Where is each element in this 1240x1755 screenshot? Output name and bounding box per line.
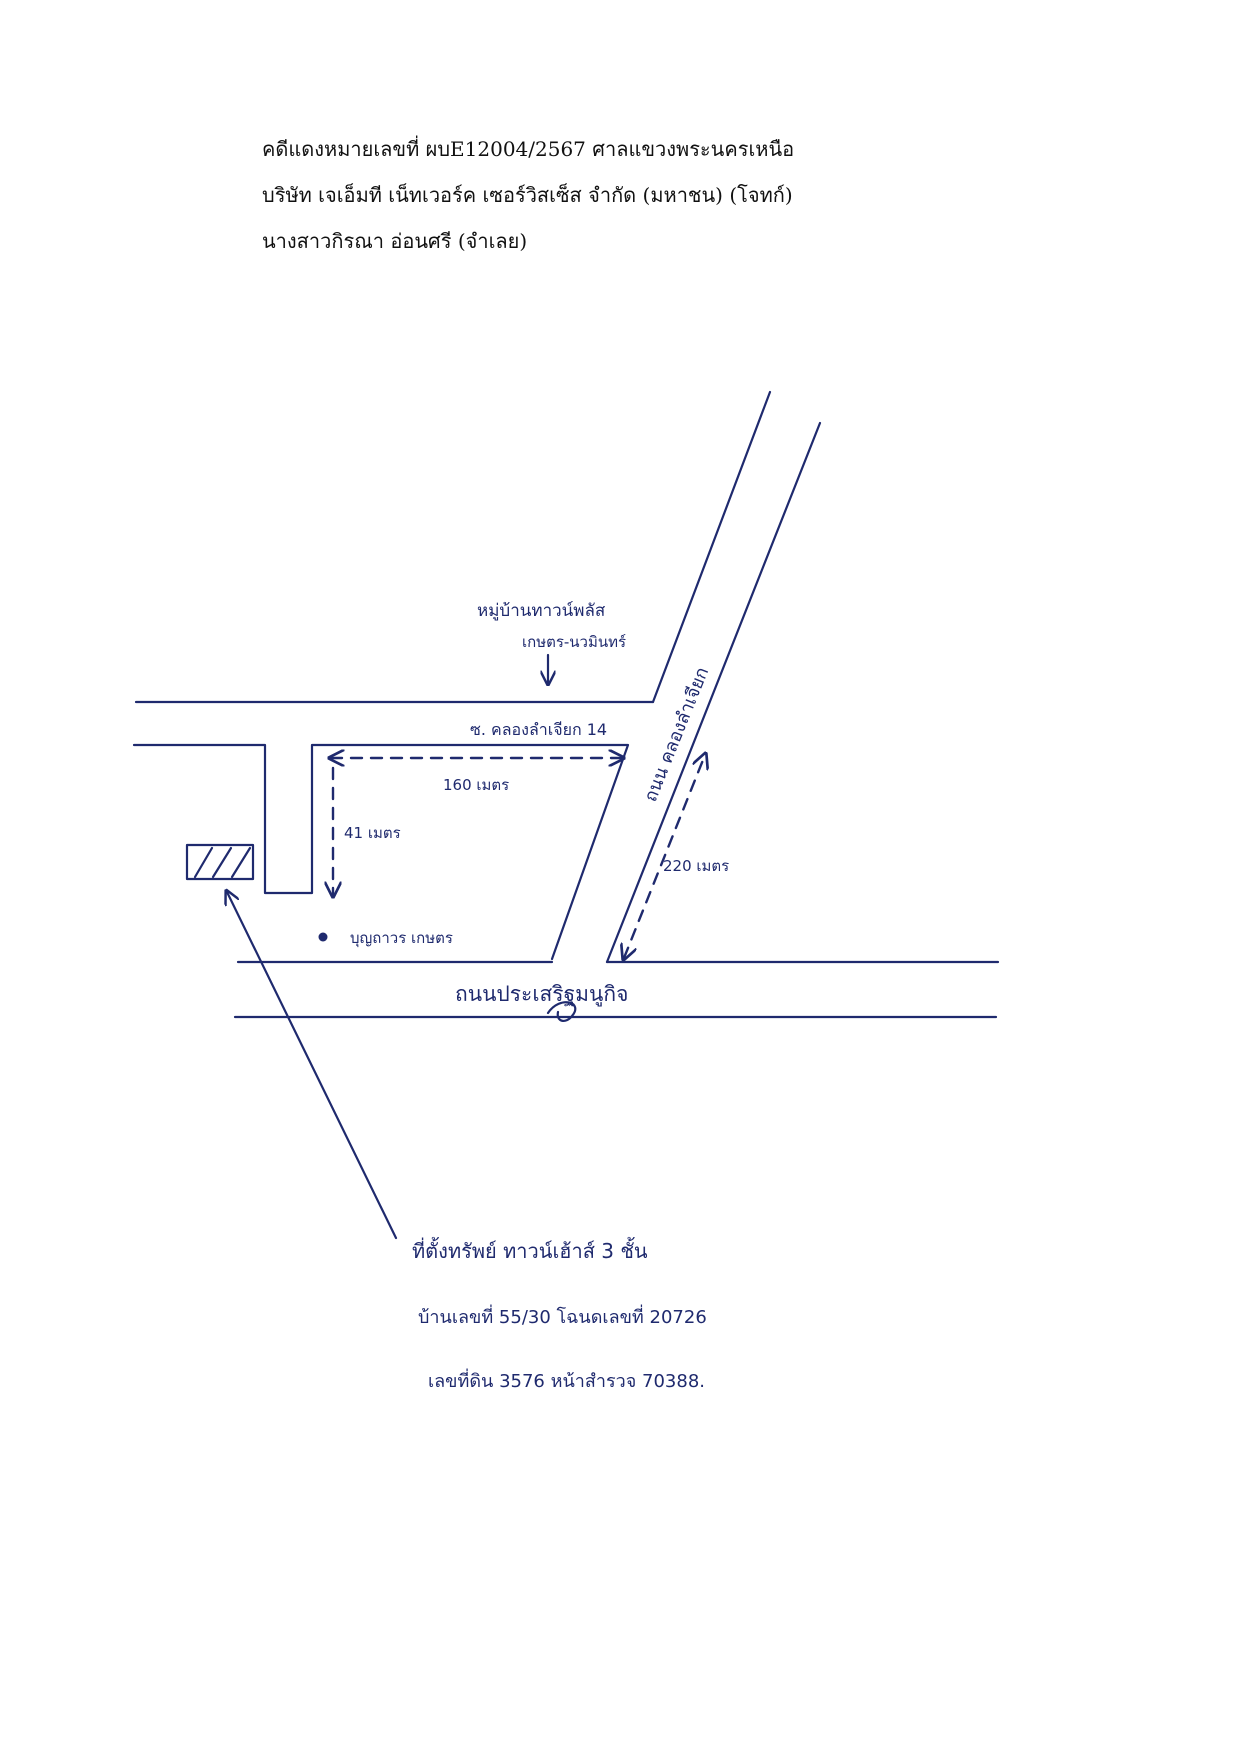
landmark-dot [318, 932, 328, 942]
soi-road-bottom-edge-block [132, 743, 630, 961]
property-marker [185, 843, 255, 881]
property-note-land-survey: เลขที่ดิน 3576 หน้าสำรวจ 70388. [428, 1368, 705, 1392]
soi-name-label: ซ. คลองลำเจียก 14 [470, 720, 607, 739]
landmark-label: บุญถาวร เกษตร [350, 929, 453, 948]
distance-41m-label: 41 เมตร [344, 824, 401, 842]
defendant-line: นางสาวกิรณา อ่อนศรี (จำเลย) [262, 229, 528, 253]
distance-160m-label: 160 เมตร [443, 776, 509, 794]
main-road-label: ถนนประเสริฐมนูกิจ [455, 982, 628, 1007]
road-label-loop-mark [546, 1001, 577, 1022]
case-number-line: คดีแดงหมายเลขที่ ผบE12004/2567 ศาลแขวงพร… [262, 137, 795, 161]
distance-arrow-220m [624, 755, 705, 958]
plaintiff-line: บริษัท เจเอ็มที เน็ทเวอร์ค เซอร์วิสเซ็ส … [262, 183, 793, 207]
distance-220m-label: 220 เมตร [663, 857, 729, 875]
right-road-left-edge [651, 390, 772, 704]
property-note-house-deed: บ้านเลขที่ 55/30 โฉนดเลขที่ 20726 [418, 1304, 707, 1328]
property-note-title: ที่ตั้งทรัพย์ ทาวน์เฮ้าส์ 3 ชั้น [412, 1237, 648, 1263]
village-name-label: หมู่บ้านทาวน์พลัส [477, 601, 606, 621]
right-road-right-edge [605, 421, 822, 964]
village-subname-label: เกษตร-นวมินทร์ [522, 633, 626, 651]
property-pointer-line [227, 892, 398, 1240]
